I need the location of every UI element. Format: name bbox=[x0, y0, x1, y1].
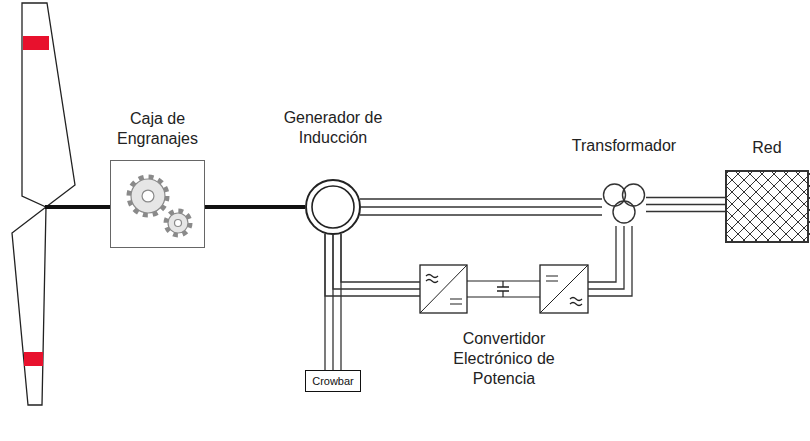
transformer-outline bbox=[602, 183, 646, 226]
crowbar-box: Crowbar bbox=[305, 370, 361, 392]
connector bbox=[325, 234, 341, 370]
node-label: Crowbar bbox=[312, 376, 354, 387]
grid-hatch bbox=[725, 170, 810, 243]
box-diagonal bbox=[540, 265, 588, 313]
blade-mark bbox=[24, 352, 43, 366]
transformer-symbol: Transformador bbox=[602, 183, 646, 226]
grid-box: Red bbox=[725, 170, 809, 243]
generator-ring bbox=[306, 180, 360, 234]
gear-teeth bbox=[129, 177, 167, 215]
wire bbox=[646, 197, 725, 198]
transformer-winding bbox=[613, 201, 635, 223]
connector bbox=[588, 226, 632, 296]
wire bbox=[333, 235, 420, 289]
wire bbox=[341, 234, 420, 282]
gear-wheel bbox=[131, 179, 165, 213]
ac-symbol bbox=[426, 275, 438, 283]
wire bbox=[588, 226, 616, 282]
wire bbox=[646, 204, 725, 205]
gears bbox=[129, 177, 190, 235]
wire bbox=[588, 226, 624, 289]
blade-mark bbox=[23, 36, 49, 50]
wire bbox=[340, 234, 341, 370]
dc-symbol bbox=[546, 276, 558, 281]
wire bbox=[324, 234, 325, 370]
wire bbox=[325, 234, 420, 296]
capacitor-symbol bbox=[497, 287, 509, 291]
blade bbox=[22, 3, 75, 207]
inverter-box bbox=[540, 265, 588, 313]
connector bbox=[325, 234, 420, 296]
wire bbox=[360, 214, 602, 215]
wire bbox=[588, 226, 632, 296]
blade bbox=[12, 207, 46, 405]
gear-hub bbox=[175, 220, 182, 227]
gearbox-box: Caja de Engranajes bbox=[110, 160, 205, 248]
generator-outline bbox=[305, 179, 361, 235]
ac-symbol bbox=[570, 298, 582, 306]
wire bbox=[360, 198, 602, 199]
generator-circle: Generador de Inducción bbox=[305, 179, 361, 235]
node-heading: Generador de Inducción bbox=[268, 108, 398, 148]
gear-wheel bbox=[168, 213, 188, 233]
gear-teeth bbox=[166, 211, 190, 235]
shaft bbox=[45, 205, 110, 209]
transformer-winding bbox=[623, 184, 645, 206]
dc-link bbox=[467, 281, 540, 297]
node-heading: Red bbox=[737, 138, 797, 158]
connector bbox=[646, 198, 725, 212]
connector bbox=[205, 207, 305, 208]
box-diagonal bbox=[420, 265, 467, 313]
shaft-line bbox=[205, 205, 305, 209]
wire bbox=[646, 211, 725, 212]
node-heading: Caja de Engranajes bbox=[102, 109, 214, 149]
rectifier-box bbox=[420, 265, 467, 313]
generator-rotor bbox=[312, 186, 354, 228]
wire bbox=[361, 206, 602, 207]
node-heading: Transformador bbox=[549, 136, 699, 156]
wire bbox=[332, 235, 333, 370]
dc-symbol bbox=[450, 299, 462, 304]
connector bbox=[360, 199, 602, 215]
converter-group: Convertidor Electrónico de Potencia bbox=[420, 265, 588, 313]
node-heading: Convertidor Electrónico de Potencia bbox=[439, 329, 569, 389]
gear-hub bbox=[142, 190, 154, 202]
